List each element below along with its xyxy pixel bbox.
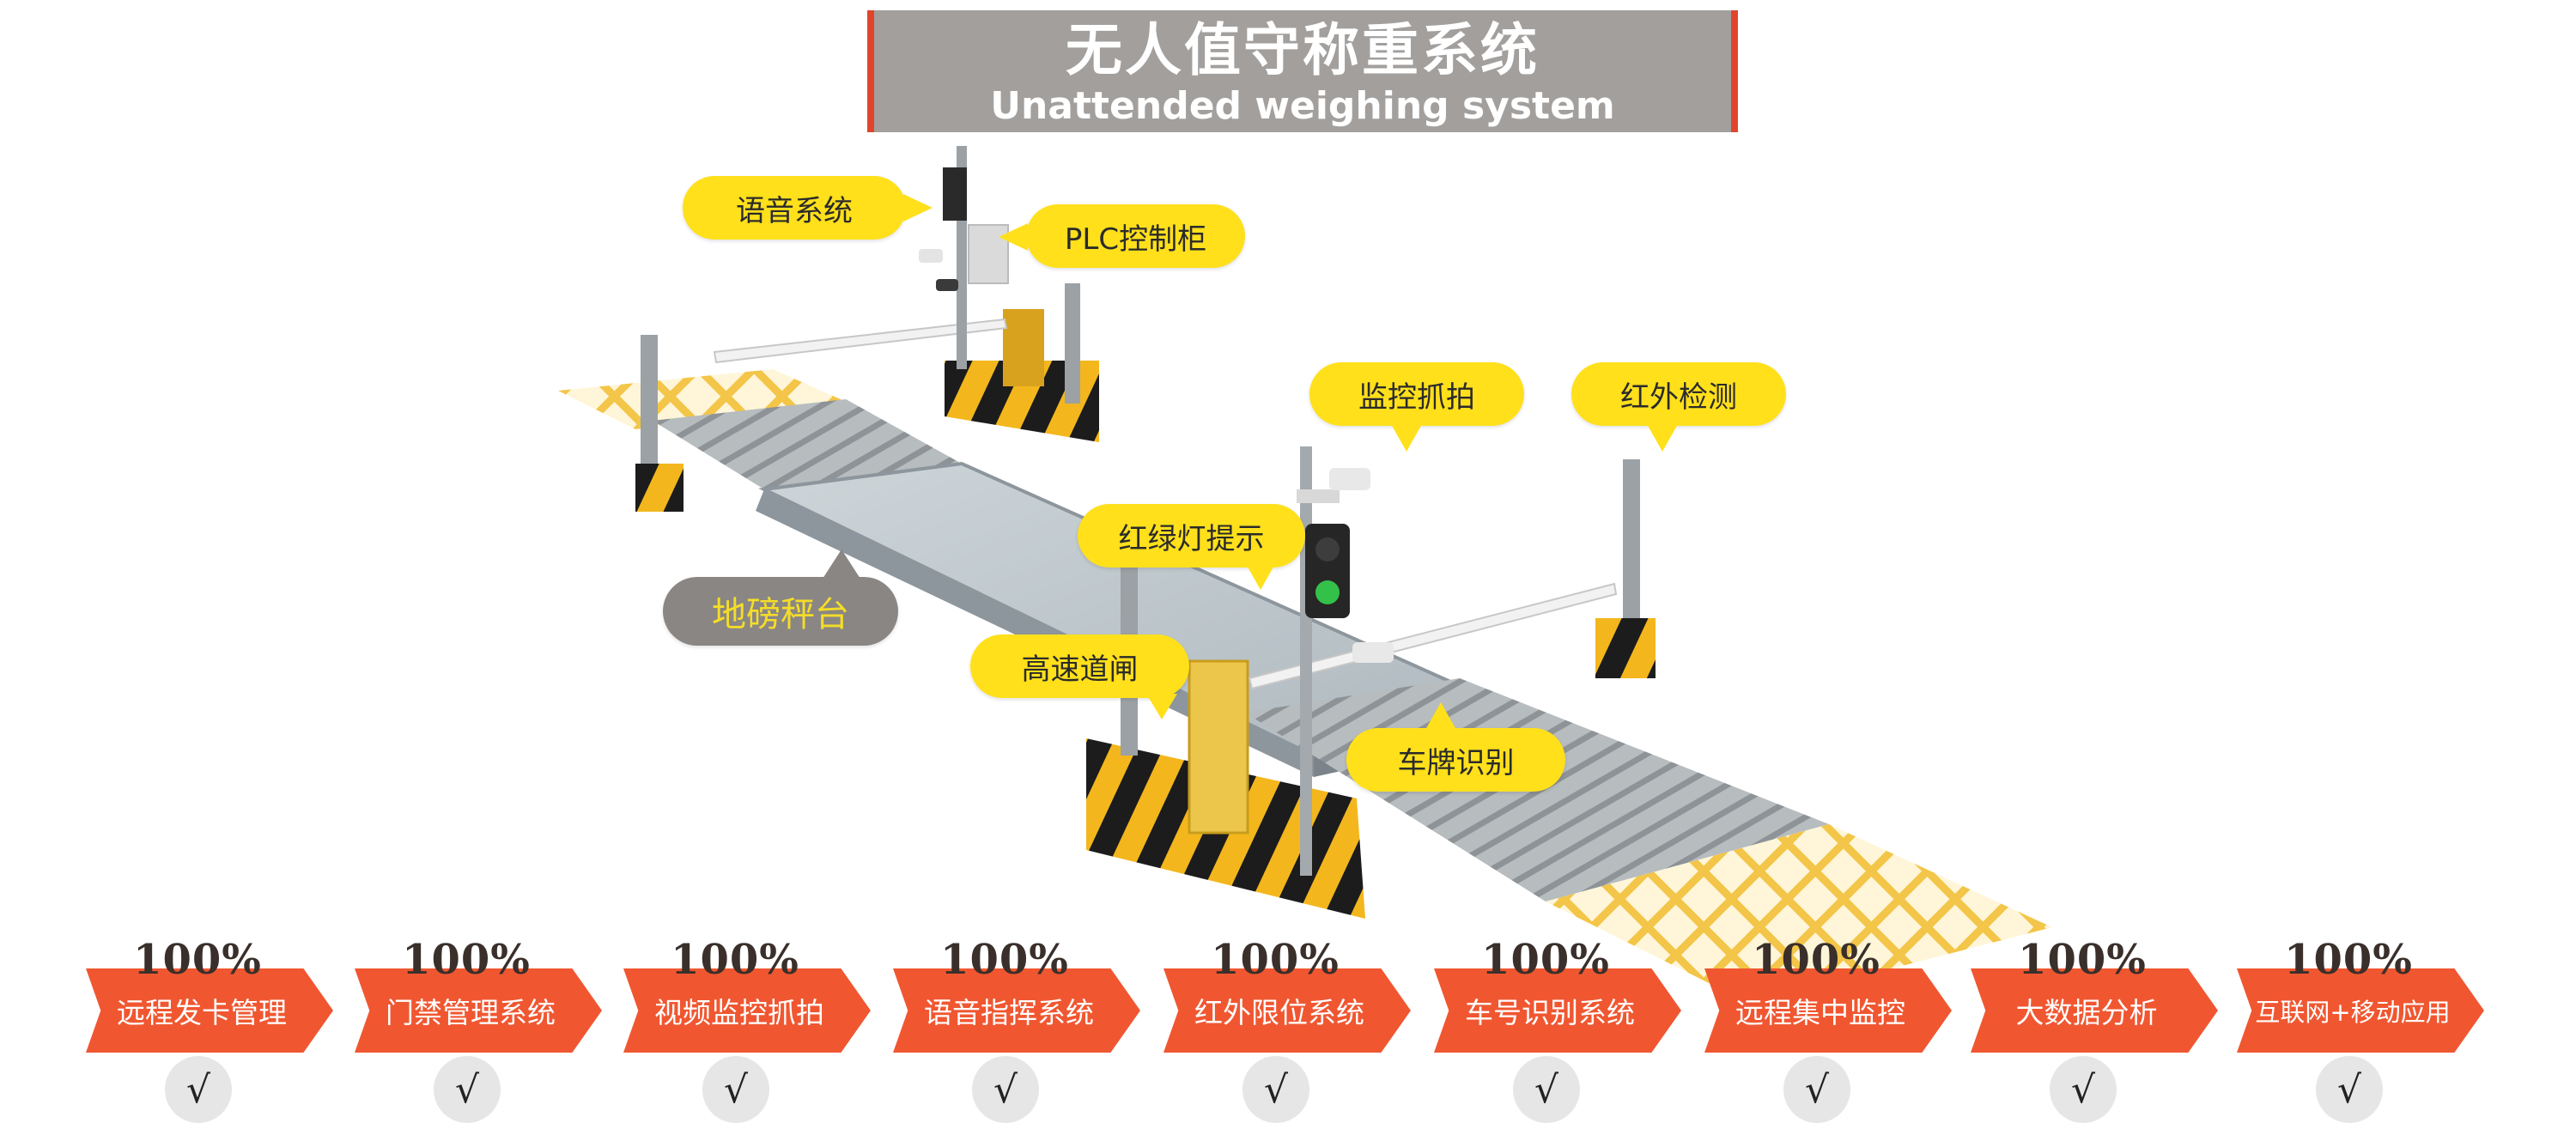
callout-tail [1647,424,1678,452]
title-en: Unattended weighing system [990,84,1615,128]
callout-label: 高速道闸 [1021,652,1139,687]
feature-label: 大数据分析 [2015,996,2158,1029]
floor-grid-left [558,369,850,429]
callout-highway-barrier: 高速道闸 [970,634,1189,698]
callout-infrared-detection: 红外检测 [1571,362,1786,426]
callout-label: 车牌识别 [1397,745,1515,780]
feature-label: 互联网+移动应用 [2255,998,2451,1027]
callout-tail [999,223,1028,251]
title-banner: 无人值守称重系统 Unattended weighing system [867,10,1738,132]
bollard-right [1595,459,1656,678]
check-icon: √ [2316,1056,2383,1123]
feature-item: 100% 红外限位系统 √ [1163,936,1411,1123]
feature-item: 100% 远程发卡管理 √ [86,936,333,1123]
feature-arrow [1163,968,1411,1053]
feature-percent: 100% [1752,936,1880,984]
callout-label: 语音系统 [736,193,853,228]
feature-label: 门禁管理系统 [386,996,556,1029]
callout-traffic-light: 红绿灯提示 [1078,504,1305,568]
callout-monitor-capture: 监控抓拍 [1309,362,1524,426]
feature-item: 100% 大数据分析 √ [1971,936,2218,1123]
rear-barrier-base [945,283,1099,442]
feature-arrow [893,968,1140,1053]
feature-arrow [1971,968,2218,1053]
callout-tail [823,549,860,579]
feature-arrow [1434,968,1681,1053]
feature-item: 100% 视频监控抓拍 √ [623,936,871,1123]
feature-label: 语音指挥系统 [924,996,1094,1029]
callout-tail [903,194,933,222]
feature-label: 视频监控抓拍 [654,996,824,1029]
feature-percent: 100% [1211,936,1340,984]
rear-barrier-arm [713,318,1008,364]
feature-percent: 100% [1481,936,1610,984]
feature-item: 100% 车号识别系统 √ [1434,936,1681,1123]
check-icon: √ [1242,1056,1309,1123]
check-icon: √ [1513,1056,1580,1123]
bollard-left [635,335,683,512]
feature-arrow [2237,968,2484,1053]
front-barrier-arm [1248,582,1618,690]
feature-percent: 100% [2018,936,2147,984]
check-icon: √ [165,1056,232,1123]
floor-grid-right [1546,824,2052,1005]
feature-label: 红外限位系统 [1194,996,1364,1029]
callout-tail [1146,694,1177,719]
feature-item: 100% 语音指挥系统 √ [893,936,1140,1123]
feature-label: 远程集中监控 [1735,996,1905,1029]
feature-percent: 100% [402,936,531,984]
front-pole [1297,446,1394,876]
title-zh: 无人值守称重系统 [1066,17,1540,83]
feature-item: 100% 远程集中监控 √ [1704,936,1952,1123]
feature-arrow [623,968,871,1053]
callout-label: 地磅秤台 [712,595,849,634]
feature-percent: 100% [133,936,262,984]
ramp-left [653,399,962,489]
feature-label: 车号识别系统 [1465,996,1635,1029]
callout-voice-system: 语音系统 [683,176,906,240]
callout-tail [1391,424,1422,452]
callout-label: PLC控制柜 [1064,222,1207,257]
callout-weighbridge-platform: 地磅秤台 [663,577,898,646]
callout-tail [1425,702,1456,730]
check-icon: √ [434,1056,501,1123]
feature-arrow [355,968,602,1053]
feature-percent: 100% [2284,936,2413,984]
check-icon: √ [972,1056,1039,1123]
feature-percent: 100% [671,936,799,984]
feature-arrow [1704,968,1952,1053]
check-icon: √ [702,1056,769,1123]
callout-tail [1245,562,1276,590]
callout-label: 红绿灯提示 [1118,521,1265,556]
feature-label: 远程发卡管理 [117,996,287,1029]
check-icon: √ [2050,1056,2117,1123]
callout-label: 红外检测 [1620,379,1737,415]
feature-item: 100% 门禁管理系统 √ [355,936,602,1123]
check-icon: √ [1783,1056,1850,1123]
callout-plate-recognition: 车牌识别 [1346,728,1565,792]
feature-item: 100% 互联网+移动应用 √ [2237,936,2484,1123]
feature-arrow [86,968,333,1053]
callout-label: 监控抓拍 [1358,379,1475,415]
callout-plc-cabinet: PLC控制柜 [1026,204,1245,268]
feature-percent: 100% [940,936,1069,984]
